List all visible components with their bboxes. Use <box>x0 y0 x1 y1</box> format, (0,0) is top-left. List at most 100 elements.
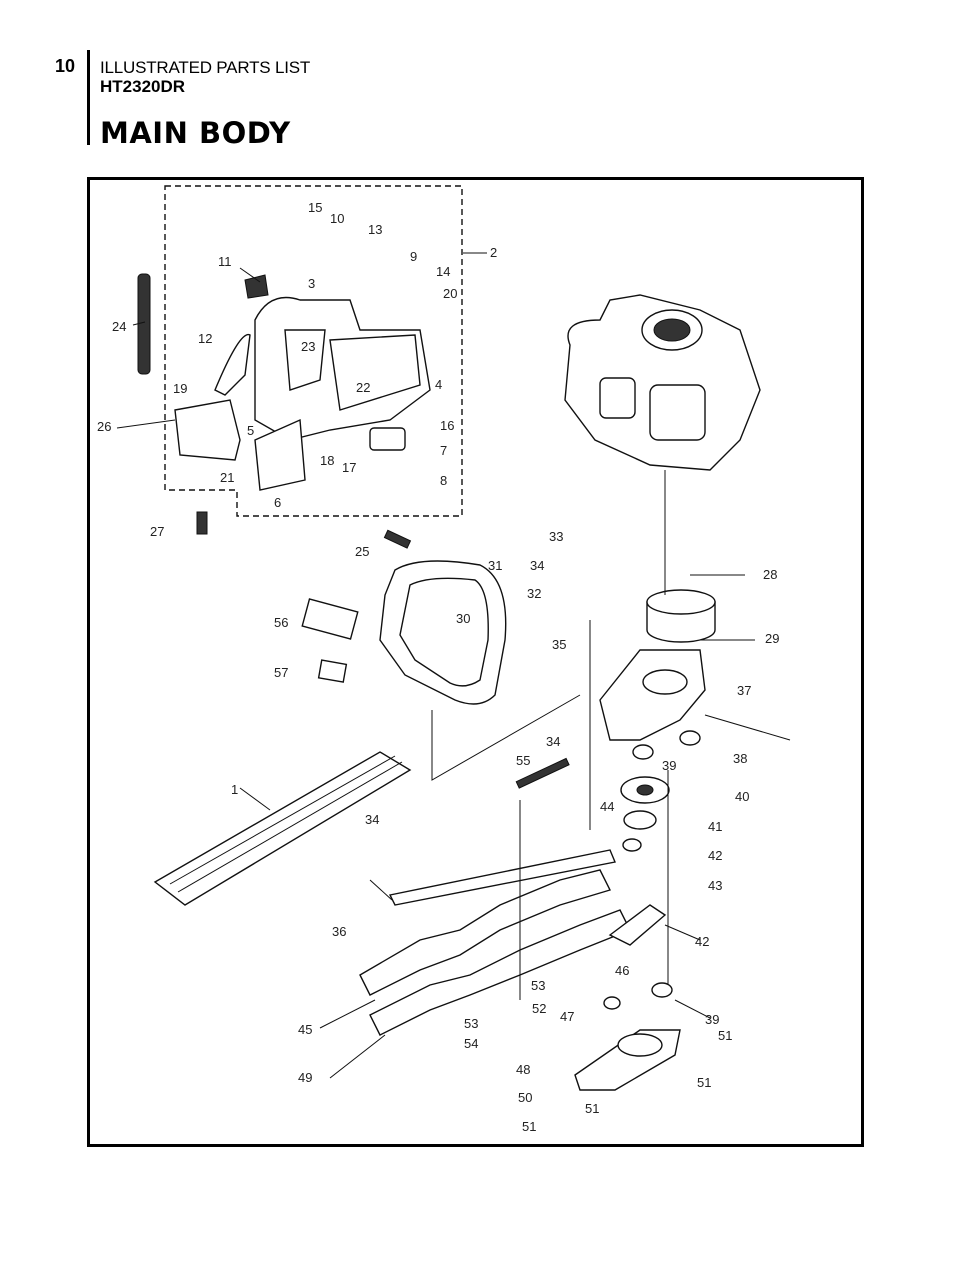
callout: 20 <box>443 286 457 301</box>
callout: 24 <box>112 319 126 334</box>
callout: 37 <box>737 683 751 698</box>
upper-blade-part <box>359 869 611 996</box>
callout: 53 <box>531 978 545 993</box>
callout: 56 <box>274 615 288 630</box>
page-title: MAIN BODY <box>100 116 291 150</box>
callout: 28 <box>763 567 777 582</box>
header-rule <box>87 50 90 145</box>
guide-part <box>515 757 570 789</box>
callout: 1 <box>231 782 238 797</box>
callout: 12 <box>198 331 212 346</box>
gear-hub <box>636 784 654 796</box>
callout: 35 <box>552 637 566 652</box>
callout: 51 <box>585 1101 599 1116</box>
label-57 <box>317 659 348 683</box>
callout: 55 <box>516 753 530 768</box>
callout: 11 <box>218 254 232 269</box>
callout: 39 <box>705 1012 719 1027</box>
callout: 38 <box>733 751 747 766</box>
callout: 19 <box>173 381 187 396</box>
bearing-39a <box>632 744 654 760</box>
callout: 2 <box>490 245 497 260</box>
model-number: HT2320DR <box>100 77 186 96</box>
callout: 31 <box>488 558 502 573</box>
connecting-rod-part <box>388 849 616 906</box>
callout: 21 <box>220 470 234 485</box>
section-label: ILLUSTRATED PARTS LIST <box>100 58 311 77</box>
callout: 34 <box>530 558 544 573</box>
callout: 51 <box>697 1075 711 1090</box>
callout-leaders <box>116 252 791 1079</box>
plate-part <box>254 418 306 491</box>
callout: 18 <box>320 453 334 468</box>
callout: 34 <box>365 812 379 827</box>
callout: 29 <box>765 631 779 646</box>
callout: 4 <box>435 377 442 392</box>
callout: 44 <box>600 799 614 814</box>
callout: 45 <box>298 1022 312 1037</box>
bearing-39b <box>651 982 673 998</box>
callout: 15 <box>308 200 322 215</box>
clutch-drum-part <box>646 589 716 643</box>
label-56 <box>301 598 359 640</box>
washer-part <box>622 838 642 852</box>
callout: 6 <box>274 495 281 510</box>
callout: 32 <box>527 586 541 601</box>
callout: 23 <box>301 339 315 354</box>
callout: 43 <box>708 878 722 893</box>
callout: 17 <box>342 460 356 475</box>
callout: 27 <box>150 524 164 539</box>
diagram-frame <box>87 177 864 1147</box>
spring-part <box>137 273 151 375</box>
blade-support-part <box>153 751 412 906</box>
callout: 52 <box>532 1001 546 1016</box>
callout: 53 <box>464 1016 478 1031</box>
callout: 46 <box>615 963 629 978</box>
callout: 48 <box>516 1062 530 1077</box>
screw-25 <box>383 529 412 549</box>
page-number: 10 <box>55 56 76 76</box>
callout: 26 <box>97 419 111 434</box>
callout: 49 <box>298 1070 312 1085</box>
callout: 8 <box>440 473 447 488</box>
callout: 54 <box>464 1036 478 1051</box>
stop-switch-part <box>244 274 269 299</box>
callout: 42 <box>708 848 722 863</box>
callout: 39 <box>662 758 676 773</box>
callout: 10 <box>330 211 344 226</box>
callout: 41 <box>708 819 722 834</box>
engine-part <box>564 294 761 471</box>
callout: 9 <box>410 249 417 264</box>
switch-part <box>369 427 406 451</box>
bearing-39c <box>603 996 621 1010</box>
callout: 47 <box>560 1009 574 1024</box>
callout: 50 <box>518 1090 532 1105</box>
callout: 30 <box>456 611 470 626</box>
crank-plate-part <box>608 904 667 946</box>
callout: 42 <box>695 934 709 949</box>
gear-housing-part <box>599 649 706 741</box>
callout: 51 <box>522 1119 536 1134</box>
callout: 13 <box>368 222 382 237</box>
callout: 33 <box>549 529 563 544</box>
callout-numbers: 1 2 3 4 5 6 7 8 9 10 11 12 13 14 15 16 1… <box>97 200 779 1134</box>
callout: 51 <box>718 1028 732 1043</box>
callout: 22 <box>356 380 370 395</box>
eccentric-part <box>623 810 657 830</box>
callout: 34 <box>546 734 560 749</box>
screw-27 <box>196 511 208 535</box>
bracket-part <box>174 399 241 461</box>
callout: 36 <box>332 924 346 939</box>
callout: 25 <box>355 544 369 559</box>
callout: 16 <box>440 418 454 433</box>
bearing-38 <box>679 730 701 746</box>
callout: 40 <box>735 789 749 804</box>
callout: 14 <box>436 264 450 279</box>
handle-housing-part <box>254 296 431 441</box>
subassembly-outline <box>164 185 463 517</box>
callout: 7 <box>440 443 447 458</box>
front-handle-inner <box>399 577 489 687</box>
callout: 5 <box>247 423 254 438</box>
throttle-lever-part <box>214 333 251 396</box>
